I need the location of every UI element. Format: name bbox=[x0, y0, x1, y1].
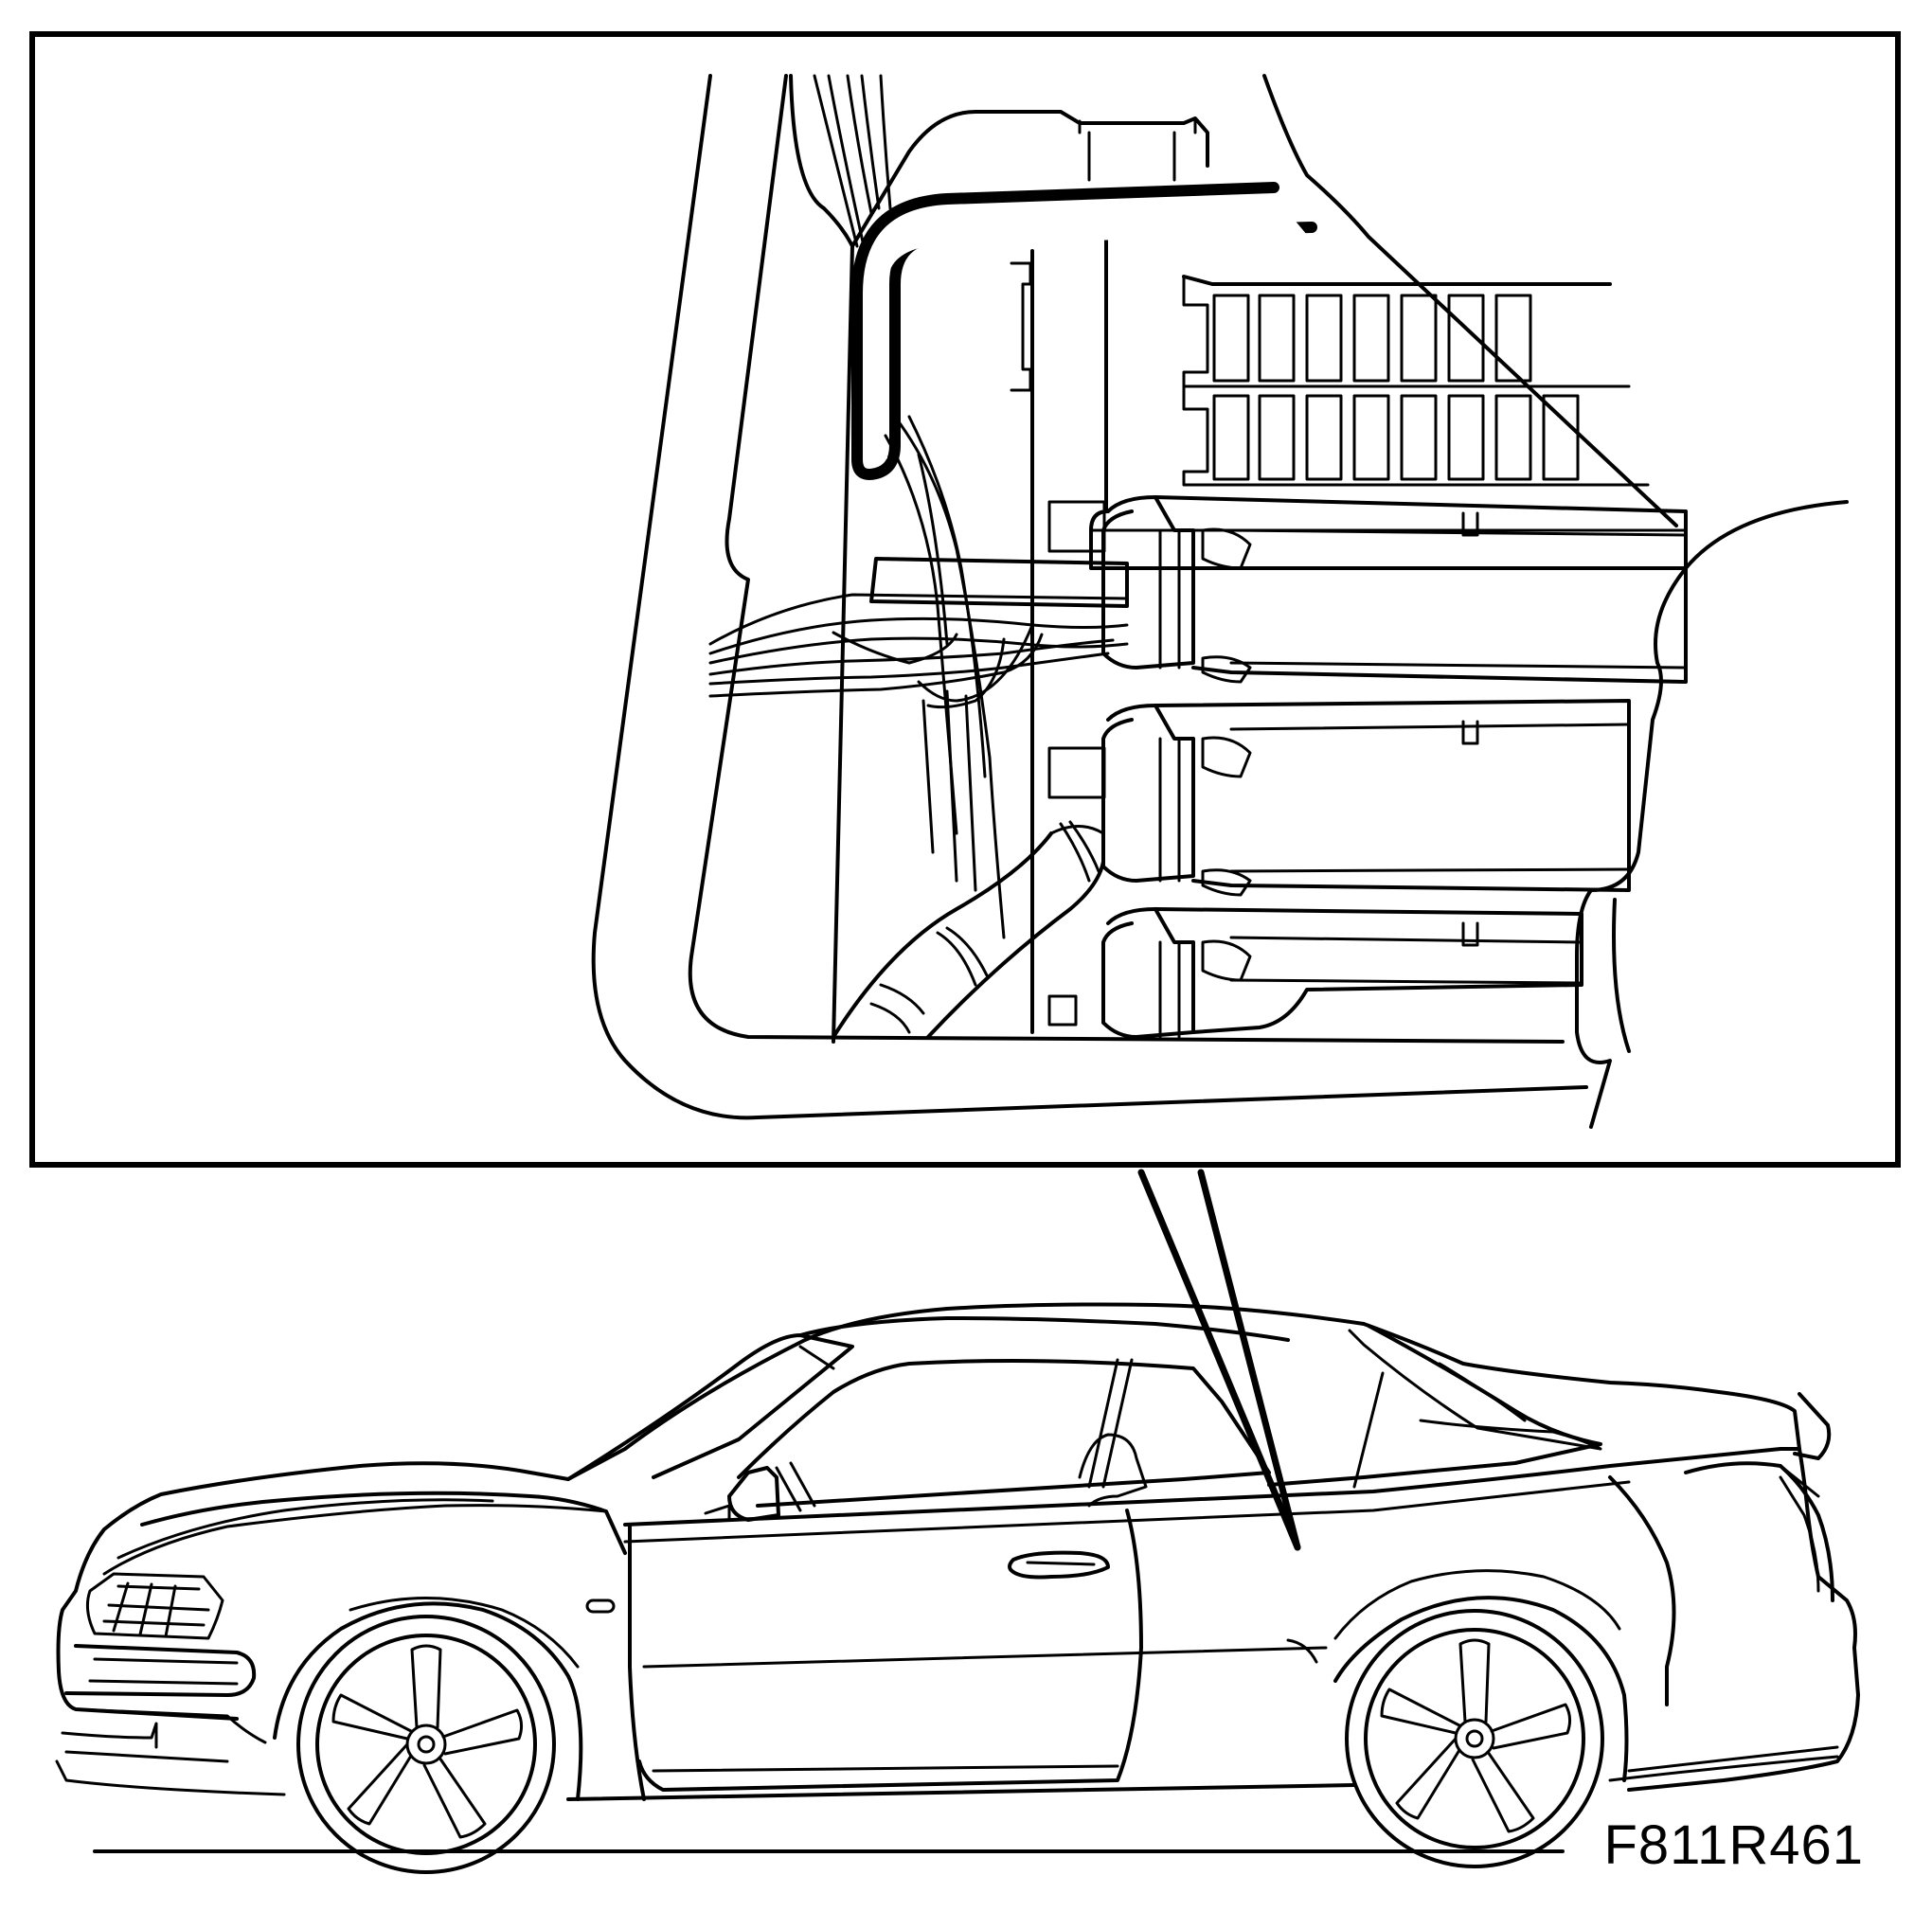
wiring-harness bbox=[708, 74, 1129, 939]
callout-leader bbox=[1137, 1169, 1301, 1551]
front-wheel bbox=[296, 1615, 556, 1874]
trunk-side-trim-panel bbox=[591, 74, 1678, 1120]
corrugated-conduit bbox=[832, 820, 1105, 1039]
figure-id: F811R461 bbox=[1603, 1814, 1864, 1876]
car-illustration bbox=[55, 1302, 1860, 1853]
connector-middle bbox=[1047, 699, 1631, 897]
highlighted-cable bbox=[851, 182, 1317, 480]
connector-lower bbox=[1047, 907, 1583, 1039]
rear-wheel bbox=[1345, 1609, 1604, 1868]
fuse-row-lower bbox=[1182, 384, 1650, 487]
fuse-relay-box bbox=[789, 74, 1849, 1129]
